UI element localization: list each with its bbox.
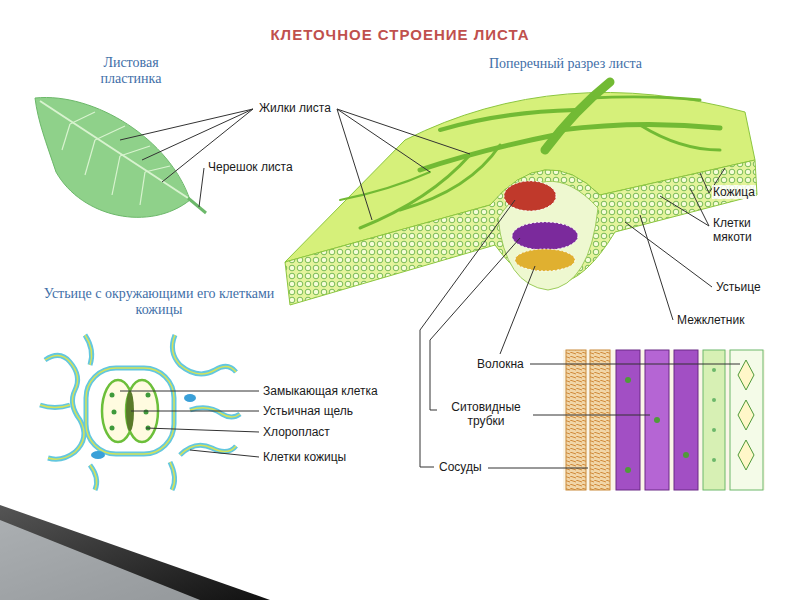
heading-label: Устьице с окружающими его клетками кожиц… (38, 286, 280, 318)
leaf-blade (85, 140, 95, 175)
part-label: Волокна (476, 357, 525, 371)
tissue-micrograph (703, 350, 725, 490)
leaf-blade (120, 146, 150, 156)
part-label: Кожица (712, 185, 756, 199)
diagram-title: КЛЕТОЧНОЕ СТРОЕНИЕ ЛИСТА (0, 26, 800, 43)
leaf-cross-section (545, 82, 610, 150)
stoma-illustration (112, 410, 117, 415)
leader-line (199, 168, 204, 207)
leader-line (660, 188, 709, 226)
part-label: Жилки листа (258, 101, 332, 115)
tissue-micrograph (566, 350, 586, 490)
leaf-blade (145, 166, 170, 172)
leaf-cross-section (504, 181, 556, 211)
stoma-illustration (144, 410, 149, 415)
part-label: Ситовидные трубки (440, 400, 532, 428)
tissue-micrograph (616, 350, 640, 490)
leader-line (146, 428, 259, 432)
tissue-micrograph (712, 368, 716, 462)
stoma-illustration (91, 451, 105, 459)
tissue-micrograph (645, 350, 669, 490)
tissue-micrograph (712, 368, 716, 372)
heading-label: Поперечный разрез листа (488, 56, 643, 72)
part-label: Устьичная щель (262, 404, 354, 418)
stoma-illustration (146, 393, 151, 398)
leader-line (337, 109, 470, 220)
tissue-micrograph (625, 377, 689, 473)
stoma-illustration (90, 445, 236, 490)
tissue-micrograph (712, 428, 716, 432)
stoma-illustration (184, 394, 196, 402)
tissue-micrograph (712, 398, 716, 402)
stoma-illustration (110, 426, 115, 431)
leaf-blade (62, 112, 170, 205)
leader-line (131, 411, 259, 412)
leaf-blade (188, 198, 206, 213)
part-label: Сосуды (438, 460, 483, 474)
leader-line (625, 222, 712, 287)
part-label: Хлоропласт (262, 425, 331, 439)
part-label: Клетки кожицы (262, 450, 347, 464)
leaf-blade (95, 126, 125, 140)
stoma-illustration (85, 335, 236, 374)
leader-line (120, 391, 259, 392)
stoma-illustration (40, 335, 240, 490)
leader-line (420, 200, 588, 468)
tissue-micrograph (738, 360, 754, 390)
tissue-micrograph (738, 360, 754, 470)
stoma-illustration (40, 335, 240, 490)
page-curl (0, 505, 270, 600)
leaf-cross-section (498, 181, 598, 290)
page-curl (0, 520, 200, 600)
leaf-blade (35, 97, 190, 217)
tissue-micrograph (683, 452, 689, 458)
leaf-blade (112, 156, 120, 195)
tissue-micrograph (674, 350, 698, 490)
leaf-blade (62, 124, 70, 150)
leaf-cross-section (285, 160, 757, 305)
leader-line (430, 238, 650, 415)
leaf-blade (35, 97, 206, 217)
tissue-micrograph (625, 377, 631, 383)
stoma-illustration (40, 335, 240, 490)
part-label: Устьице (715, 280, 762, 294)
leaf-cross-section (590, 97, 700, 100)
part-label: Клетки мякоти (712, 216, 774, 244)
leaf-cross-section (512, 222, 578, 250)
page-curl (0, 505, 270, 600)
heading-label: Листовая пластинка (80, 55, 182, 87)
leaf-cross-section (420, 135, 555, 170)
leaf-blade (70, 112, 95, 124)
part-label: Межклетник (676, 313, 745, 327)
tissue-micrograph (563, 350, 765, 490)
tissue-micrograph (730, 350, 763, 490)
tissue-micrograph (738, 400, 754, 430)
leader-line (190, 450, 259, 457)
tissue-micrograph (712, 458, 716, 462)
leader-line (640, 215, 673, 320)
tissue-micrograph (625, 467, 631, 473)
tissue-micrograph (563, 350, 765, 490)
leaf-cross-section (340, 172, 430, 200)
leaf-cross-section (640, 125, 720, 150)
stoma-illustration (110, 393, 115, 398)
part-label: Черешок листа (207, 160, 294, 174)
leaf-cross-section (515, 249, 575, 271)
leaf-blade (140, 172, 145, 205)
part-label: Замыкающая клетка (262, 384, 379, 398)
tissue-micrograph (590, 350, 610, 490)
leaf-cross-section (440, 110, 575, 130)
tissue-micrograph (738, 440, 754, 470)
leaf-cross-section (285, 82, 757, 305)
tissue-micrograph (654, 417, 660, 423)
